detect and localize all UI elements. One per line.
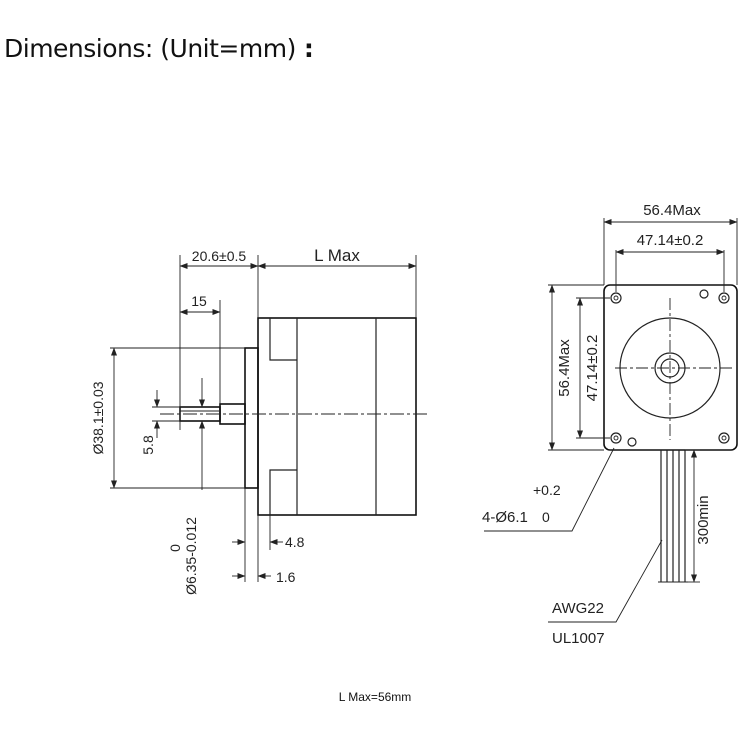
dim-shaft-tol-upper: 0 — [167, 544, 183, 552]
mounting-hole — [610, 292, 622, 304]
mounting-hole-center — [613, 295, 619, 301]
hole-callout-tol-upper: +0.2 — [533, 482, 561, 498]
mounting-hole-center — [721, 295, 727, 301]
dim-flange-step-label: 1.6 — [276, 569, 296, 585]
dim-flange-diameter-label: Ø38.1±0.03 — [90, 381, 106, 454]
dim-flange-thickness-label: 4.8 — [285, 534, 305, 550]
dim-shaft-length-label: 15 — [191, 293, 207, 309]
motor-face-outline — [603, 284, 738, 451]
dim-body-offset-label: 20.6±0.5 — [192, 248, 247, 264]
front-view: 56.4Max 47.14±0.2 56.4Max 47.14±0.2 4-Ø6… — [482, 202, 738, 647]
dim-hole-spacing-v-label: 47.14±0.2 — [584, 335, 601, 402]
mounting-hole-center — [613, 435, 619, 441]
page-title: Dimensions: (Unit=mm): — [4, 34, 314, 63]
mounting-hole — [718, 432, 730, 444]
side-view: 20.6±0.5 L Max 15 Ø38.1±0.03 5.8 0 Ø6.35… — [90, 246, 430, 595]
mounting-holes — [610, 289, 730, 447]
dim-shaft-flat-label: 5.8 — [140, 435, 156, 455]
wire-callout-leader — [548, 539, 663, 623]
footnote: L Max=56mm — [338, 690, 412, 704]
title-colon: : — [303, 34, 314, 63]
lead-wires — [658, 450, 688, 583]
dim-shaft-diameter-label: Ø6.35-0.012 — [183, 517, 199, 595]
mounting-hole — [718, 292, 730, 304]
title-text: Dimensions: (Unit=mm) — [4, 34, 296, 63]
front-end-cap — [269, 318, 297, 515]
dim-overall-width-label: 56.4Max — [643, 202, 701, 219]
dim-lead-length-label: 300min — [695, 495, 712, 544]
dim-hole-spacing-h-label: 47.14±0.2 — [637, 232, 704, 249]
wire-spec-label: UL1007 — [552, 630, 605, 647]
wire-gauge-label: AWG22 — [552, 600, 604, 617]
screw-head — [627, 437, 637, 447]
hole-callout-tol-lower: 0 — [542, 509, 550, 525]
hole-callout-leader — [484, 447, 615, 532]
hole-callout-label: 4-Ø6.1 — [482, 509, 528, 526]
flange-plate — [244, 347, 259, 489]
mounting-hole — [610, 432, 622, 444]
screw-head — [699, 289, 709, 299]
dim-body-length-label: L Max — [314, 246, 360, 265]
dim-overall-height-label: 56.4Max — [556, 339, 573, 397]
mounting-hole-center — [721, 435, 727, 441]
motor-body-outline — [257, 317, 417, 516]
